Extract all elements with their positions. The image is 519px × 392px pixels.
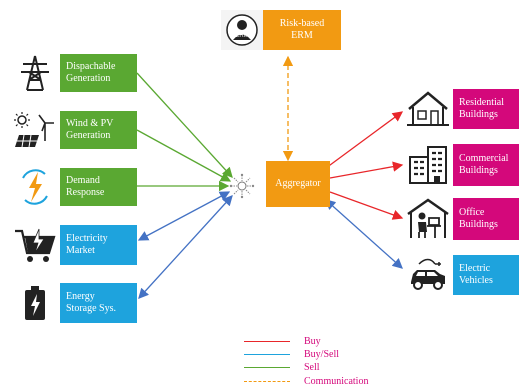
transmission-tower-icon: [21, 55, 49, 91]
residential-buildings-node: Residential Buildings: [453, 89, 519, 129]
dispatchable-icon-box: [12, 54, 58, 92]
demand-response-label: Demand Response: [66, 175, 105, 198]
legend-item-communication: Communication: [244, 376, 368, 387]
office-buildings-label: Office Buildings: [459, 207, 498, 230]
office-icon-box: [404, 198, 452, 240]
wind-solar-icon: [14, 112, 54, 148]
legend-item-sell: Sell: [244, 362, 320, 373]
windpv-icon-box: [12, 111, 58, 149]
ev-icon-box: [404, 255, 452, 295]
legend-label-buy-sell: Buy/Sell: [304, 349, 340, 360]
electric-car-icon: [411, 258, 445, 290]
house-icon: [407, 91, 449, 126]
legend-item-buy-sell: Buy/Sell: [244, 349, 339, 360]
dispatchable-generation-node: Dispachable Generation: [60, 54, 137, 92]
aggregator-node: Aggregator: [266, 161, 330, 207]
market-icon-box: [12, 225, 58, 265]
electricity-market-node: Electricity Market: [60, 225, 137, 265]
edge-aggregator-office: [329, 191, 404, 220]
edge-market-hub: [137, 191, 231, 241]
energy-storage-node: Energy Storage Sys.: [60, 283, 137, 323]
battery-icon: [25, 286, 45, 320]
electric-vehicles-label: Electric Vehicles: [459, 263, 493, 286]
shield-erm-icon: ERM: [226, 14, 258, 46]
legend-label-sell: Sell: [304, 362, 320, 373]
edge-storage-hub: [138, 195, 233, 299]
commercial-buildings-label: Commercial Buildings: [459, 153, 509, 176]
cart-bolt-icon: [15, 228, 56, 262]
legend-label-buy: Buy: [304, 336, 321, 347]
commercial-icon-box: [404, 144, 452, 186]
network-hub: [228, 172, 256, 200]
legend-line-communication: [244, 381, 290, 382]
demand-icon-box: [12, 168, 58, 206]
network-hub-icon: [229, 173, 255, 199]
aggregator-label: Aggregator: [275, 178, 321, 189]
wind-pv-generation-node: Wind & PV Generation: [60, 111, 137, 149]
electric-vehicles-node: Electric Vehicles: [453, 255, 519, 295]
lightning-cycle-icon: [22, 169, 48, 205]
electricity-market-label: Electricity Market: [66, 233, 108, 256]
risk-based-erm-node: Risk-based ERM: [263, 10, 341, 50]
residential-icon-box: [404, 89, 452, 129]
legend-line-buy: [244, 341, 290, 342]
office-buildings-node: Office Buildings: [453, 198, 519, 240]
dispatchable-generation-label: Dispachable Generation: [66, 61, 116, 84]
legend-item-buy: Buy: [244, 336, 321, 347]
legend-label-communication: Communication: [304, 376, 369, 387]
energy-storage-label: Energy Storage Sys.: [66, 291, 116, 314]
office-buildings-icon: [409, 146, 447, 184]
office-worker-icon: [407, 198, 449, 238]
edge-dispatchable-hub: [136, 72, 233, 178]
wind-pv-generation-label: Wind & PV Generation: [66, 118, 114, 141]
residential-buildings-label: Residential Buildings: [459, 97, 504, 120]
risk-erm-icon-box: ERM: [221, 10, 263, 50]
edge-aggregator-commercial: [329, 161, 404, 179]
commercial-buildings-node: Commercial Buildings: [453, 144, 519, 186]
edge-windpv-hub: [136, 129, 232, 182]
edge-aggregator-ev: [325, 199, 403, 269]
risk-based-erm-label: Risk-based ERM: [279, 18, 325, 41]
demand-response-node: Demand Response: [60, 168, 137, 206]
legend-line-sell: [244, 367, 290, 368]
svg-text:ERM: ERM: [235, 33, 248, 39]
edge-aggregator-residential: [325, 111, 404, 169]
legend-line-buy-sell: [244, 354, 290, 355]
storage-icon-box: [12, 283, 58, 323]
